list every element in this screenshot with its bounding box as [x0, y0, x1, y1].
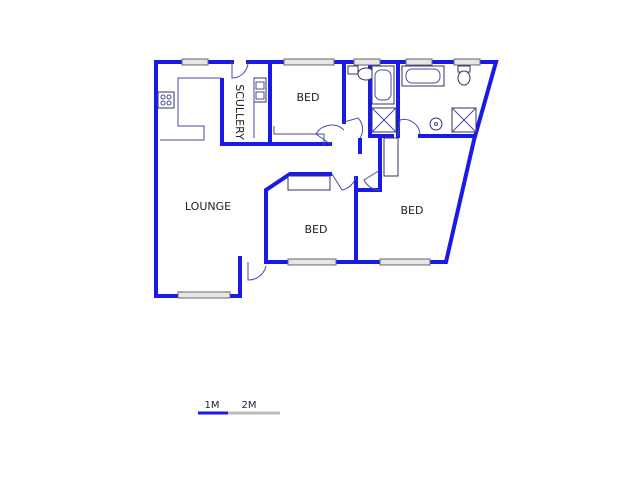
stove-icon — [157, 91, 175, 109]
window-bath-1 — [353, 58, 381, 66]
toilet-icon — [347, 65, 375, 81]
label-bed-right: BED — [401, 204, 424, 217]
window-bed-middle — [287, 258, 337, 266]
window-bath-2 — [405, 58, 433, 66]
toilet-2-icon — [457, 65, 471, 86]
interior-walls — [220, 60, 476, 264]
window-lounge-top — [181, 58, 209, 66]
bathtub-2-icon — [401, 65, 445, 87]
door-bed-middle — [331, 173, 357, 191]
window-bed-top — [283, 58, 335, 66]
door-bath — [343, 117, 364, 139]
shower-icon — [371, 107, 397, 133]
label-scullery: SCULLERY — [233, 84, 246, 140]
window-bed-right — [379, 258, 431, 266]
label-lounge: LOUNGE — [185, 200, 231, 213]
scale-label-1m: 1M — [205, 400, 220, 411]
bathtub-icon — [371, 65, 395, 105]
fixtures — [157, 65, 477, 191]
kitchen-counter — [160, 77, 222, 141]
label-bed-middle: BED — [305, 223, 328, 236]
window-bath-3 — [453, 58, 481, 66]
scale-bar: 1M 2M — [198, 400, 280, 415]
window-lounge-bottom — [177, 291, 231, 299]
room-labels: LOUNGE SCULLERY BED BED BED — [185, 84, 424, 236]
basin-icon — [429, 117, 443, 131]
door-shower — [397, 119, 421, 137]
windows — [177, 58, 481, 299]
scale-label-2m: 2M — [242, 400, 257, 411]
door-bed-top — [315, 124, 345, 145]
passage-cupboard — [383, 137, 399, 177]
door-bed-right — [363, 169, 381, 191]
door-scullery — [231, 61, 249, 79]
door-entrance — [247, 262, 267, 281]
bed-middle-cupboard — [287, 175, 331, 191]
label-bed-top: BED — [297, 91, 320, 104]
bed-top-cupboard — [273, 126, 325, 146]
shower-2-icon — [451, 107, 477, 133]
